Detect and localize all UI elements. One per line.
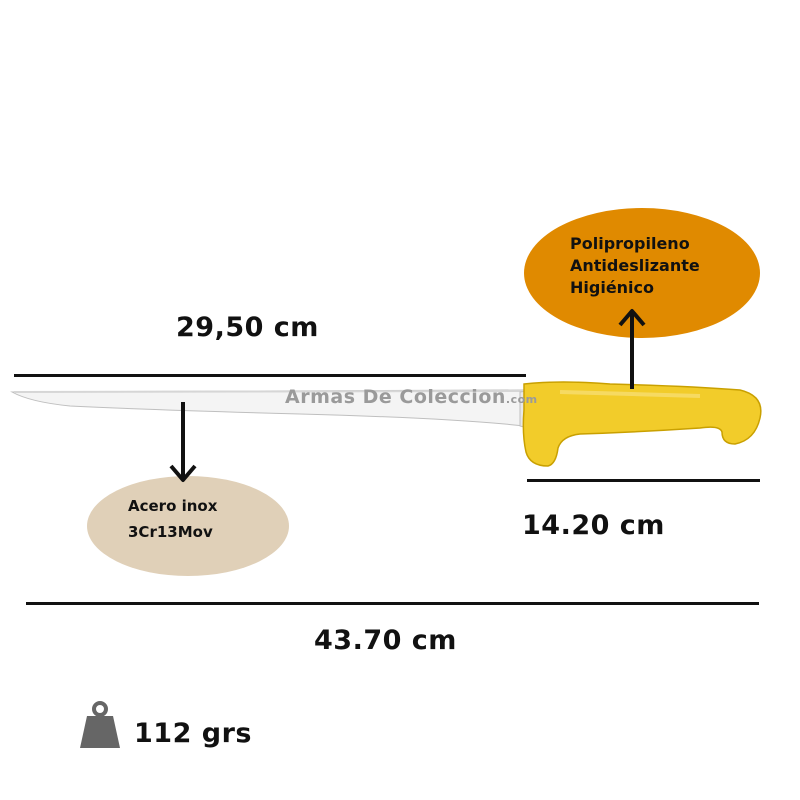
weight-icon [80, 701, 120, 748]
blade-material-line1: Acero inox [128, 497, 218, 515]
handle-length-line [527, 479, 760, 482]
blade-length-line [14, 374, 526, 377]
watermark-text: Armas De Coleccion [285, 386, 506, 408]
handle-length-label: 14.20 cm [522, 510, 665, 541]
knife-illustration [10, 381, 762, 467]
handle-material-line1: Polipropileno [570, 234, 690, 253]
arrow-down-icon [169, 402, 197, 482]
knife-blade [10, 389, 526, 427]
total-length-label: 43.70 cm [314, 625, 457, 656]
handle-material-line2: Antideslizante [570, 256, 700, 275]
handle-material-line3: Higiénico [570, 278, 655, 297]
weight-label: 112 grs [134, 718, 252, 749]
blade-material-line2: 3Cr13Mov [128, 523, 213, 541]
watermark: Armas De Coleccion.com [285, 386, 538, 408]
knife-handle [522, 381, 762, 467]
blade-length-label: 29,50 cm [176, 312, 319, 343]
blade-material-oval [87, 476, 289, 576]
watermark-suffix: .com [505, 393, 538, 406]
handle-material-oval [524, 208, 760, 338]
blade-material-text: Acero inox 3Cr13Mov [128, 493, 217, 545]
total-length-line [26, 602, 759, 605]
arrow-up-icon [618, 309, 646, 389]
handle-material-text: Polipropileno Antideslizante Higiénico [570, 233, 700, 299]
